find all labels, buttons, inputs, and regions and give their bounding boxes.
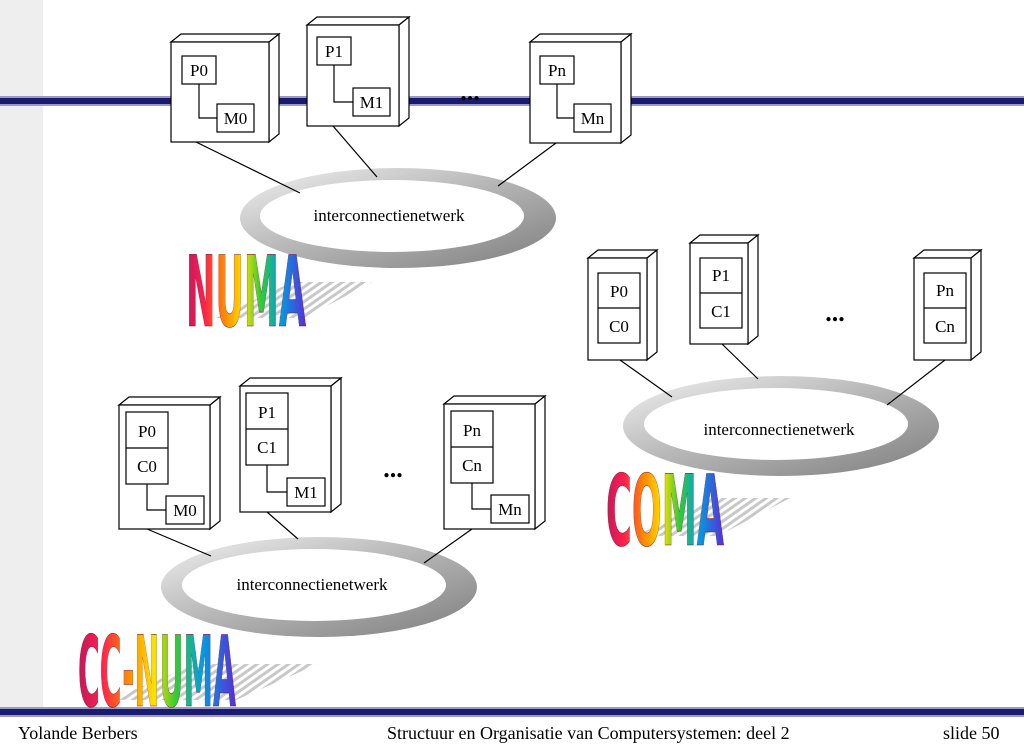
- footer-course-title: Structuur en Organisatie van Computersys…: [387, 723, 790, 743]
- numa-node-1: P1 M1: [305, 15, 411, 178]
- coma-cache-0-label: C0: [609, 317, 629, 336]
- coma-processor-n-label: Pn: [936, 281, 954, 300]
- coma-cache-1-label: C1: [711, 302, 731, 321]
- ccnuma-ellipsis: ...: [383, 454, 403, 483]
- coma-node-n: Pn Cn: [886, 248, 983, 406]
- coma-title-art: COMA: [606, 455, 790, 569]
- ccnuma-memory-0: [165, 495, 205, 525]
- bottom-rule: [0, 707, 1024, 717]
- numa-processor-0-label: P0: [190, 61, 208, 80]
- ccnuma-diagram: interconnectienetwerk P0 C0 M0 P1 C1 M1: [78, 376, 547, 730]
- coma-diagram: interconnectienetwerk P0 C0 P1 C1 ...: [586, 233, 983, 569]
- coma-title: COMA: [606, 455, 724, 569]
- numa-processor-n-label: Pn: [548, 61, 566, 80]
- ccnuma-processor-1-label: P1: [258, 403, 276, 422]
- ccnuma-processor-n-label: Pn: [463, 421, 481, 440]
- ccnuma-node-n: Pn Cn Mn: [423, 394, 547, 564]
- numa-memory-1-label: M1: [360, 93, 384, 112]
- numa-memory-0: [216, 103, 255, 133]
- left-sidebar-strip: [0, 0, 43, 712]
- coma-network-label: interconnectienetwerk: [703, 420, 855, 439]
- numa-title: NUMA: [186, 236, 306, 350]
- ccnuma-cache-0-label: C0: [137, 457, 157, 476]
- ccnuma-memory-0-label: M0: [173, 501, 197, 520]
- numa-processor-1: [316, 36, 352, 66]
- numa-node-0: P0 M0: [169, 32, 301, 194]
- ccnuma-node-0: P0 C0 M0: [117, 395, 222, 557]
- numa-node-n: Pn Mn: [497, 32, 633, 187]
- coma-processor-1-label: P1: [712, 266, 730, 285]
- numa-network-label: interconnectienetwerk: [313, 206, 465, 225]
- ccnuma-title-art: CC-NUMA: [78, 616, 318, 730]
- coma-node-1: P1 C1: [688, 233, 760, 380]
- ccnuma-memory-1: [286, 477, 326, 507]
- ccnuma-network-label: interconnectienetwerk: [236, 575, 388, 594]
- ccnuma-memory-1-label: M1: [294, 483, 318, 502]
- numa-processor-1-label: P1: [325, 42, 343, 61]
- footer-author: Yolande Berbers: [18, 723, 138, 743]
- footer-slide-number: slide 50: [943, 723, 1000, 743]
- coma-processor-0-label: P0: [610, 282, 628, 301]
- ccnuma-memory-n-label: Mn: [498, 500, 522, 519]
- ccnuma-processor-0-label: P0: [138, 422, 156, 441]
- coma-cache-n-label: Cn: [935, 317, 955, 336]
- ccnuma-node-1: P1 C1 M1: [238, 376, 343, 540]
- numa-title-art: NUMA: [186, 236, 372, 350]
- coma-ellipsis: ...: [825, 298, 845, 327]
- numa-memory-0-label: M0: [224, 109, 248, 128]
- numa-ellipsis: ...: [460, 77, 480, 106]
- numa-network-ring: [240, 168, 556, 268]
- numa-memory-1: [352, 87, 391, 117]
- ccnuma-network-ring: [161, 537, 477, 637]
- top-rule: [0, 96, 1024, 106]
- coma-node-0: P0 C0: [586, 248, 673, 398]
- ccnuma-title: CC-NUMA: [78, 616, 236, 730]
- numa-diagram: interconnectienetwerk P0 M0 P1 M1 ...: [169, 15, 633, 350]
- numa-memory-n-label: Mn: [581, 109, 605, 128]
- coma-network-ring: [623, 376, 939, 476]
- ccnuma-cache-n-label: Cn: [462, 456, 482, 475]
- ccnuma-cache-1-label: C1: [257, 438, 277, 457]
